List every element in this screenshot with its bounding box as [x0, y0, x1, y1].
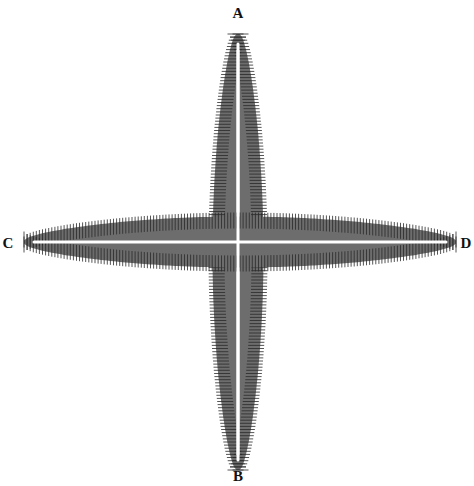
horizontal-arm — [24, 213, 456, 272]
point-letter: D — [461, 236, 472, 251]
axis-line — [34, 241, 446, 244]
axis-line — [237, 44, 240, 460]
point-letter: C — [3, 236, 14, 251]
axis-line — [237, 50, 240, 455]
point-letter: B — [233, 469, 243, 484]
fringe-hairs — [24, 213, 456, 272]
point-letter: A — [233, 6, 244, 21]
